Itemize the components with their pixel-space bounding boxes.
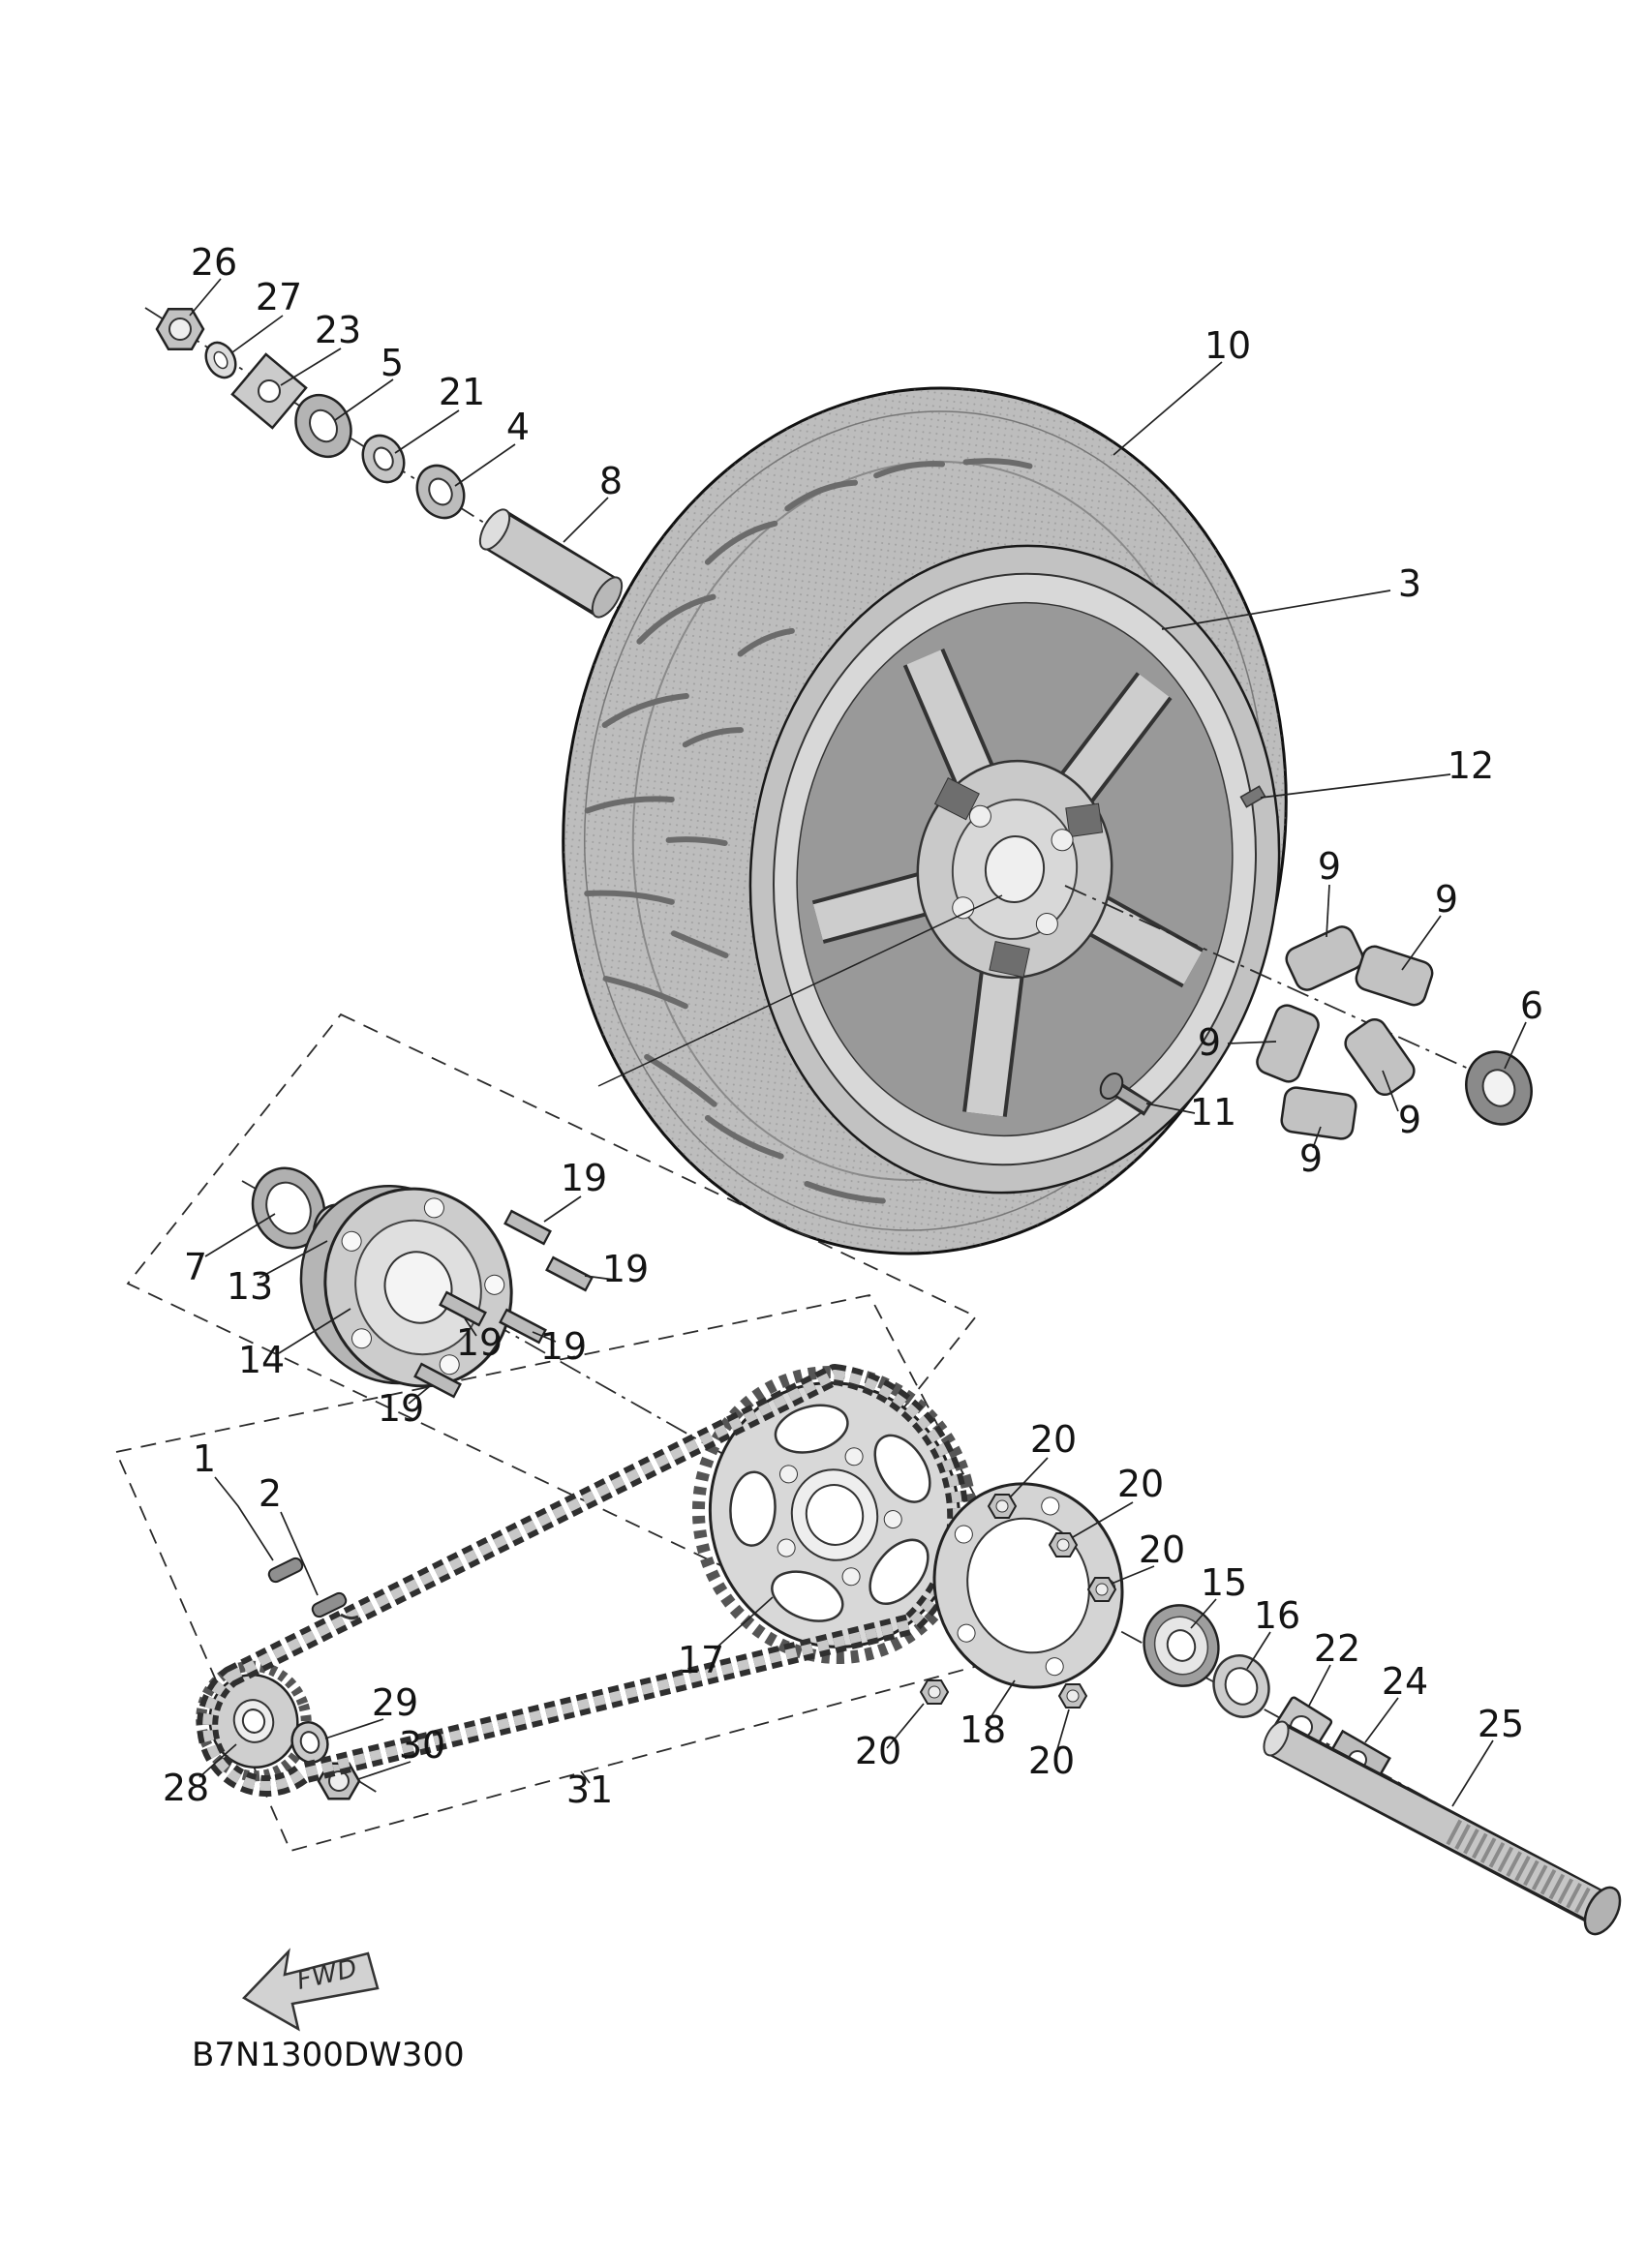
- part-label-19-1: 19: [561, 1157, 607, 1199]
- part-label-6: 6: [1520, 984, 1543, 1027]
- oil-seal: [251, 1166, 326, 1250]
- leader-lines: [189, 278, 1527, 1807]
- part-label-20-4: 20: [855, 1730, 901, 1772]
- part-label-17: 17: [678, 1639, 724, 1681]
- part-label-19-5: 19: [378, 1387, 424, 1430]
- axle-nut: [155, 307, 205, 351]
- part-label-19-4: 19: [540, 1325, 587, 1368]
- part-label-26: 26: [191, 241, 237, 284]
- part-label-21: 21: [439, 371, 485, 413]
- part-label-9-5: 9: [1299, 1137, 1323, 1180]
- part-label-29: 29: [372, 1681, 418, 1724]
- part-label-4: 4: [506, 406, 530, 448]
- damper-set: [1256, 925, 1434, 1140]
- part-label-10: 10: [1204, 324, 1251, 367]
- plate-nuts: [919, 1494, 1117, 1709]
- part-label-19-3: 19: [456, 1321, 503, 1364]
- part-label-7: 7: [184, 1246, 207, 1288]
- collar-ring-21: [361, 434, 406, 484]
- part-label-25: 25: [1478, 1703, 1524, 1745]
- seal-ring-16: [1212, 1654, 1270, 1718]
- part-label-19-2: 19: [602, 1248, 649, 1290]
- part-label-31: 31: [566, 1769, 613, 1811]
- part-label-27: 27: [256, 276, 302, 318]
- part-label-5: 5: [381, 342, 404, 384]
- lock-plate: [230, 352, 308, 430]
- front-sprocket: [196, 1660, 312, 1782]
- part-label-2: 2: [259, 1472, 282, 1515]
- part-label-15: 15: [1201, 1561, 1247, 1604]
- sprocket-washer: [290, 1721, 329, 1764]
- washer: [204, 341, 237, 379]
- part-label-9-3: 9: [1198, 1021, 1221, 1064]
- tire-tread-marks: [584, 458, 1033, 1204]
- chain-joint-links: [267, 1557, 359, 1620]
- part-label-11: 11: [1190, 1091, 1236, 1134]
- part-label-1: 1: [193, 1437, 216, 1480]
- part-label-18: 18: [960, 1709, 1006, 1751]
- part-label-9-2: 9: [1435, 878, 1458, 921]
- part-label-14: 14: [238, 1339, 285, 1381]
- part-label-20-2: 20: [1117, 1463, 1164, 1505]
- part-label-28: 28: [163, 1767, 209, 1809]
- part-label-20-5: 20: [1028, 1739, 1075, 1782]
- wheel-hub: [916, 759, 1113, 980]
- part-label-20-3: 20: [1139, 1528, 1185, 1571]
- part-label-13: 13: [227, 1265, 273, 1308]
- wheel-rim: [748, 544, 1281, 1194]
- thrust-washer: [1465, 1050, 1533, 1126]
- bearing-15: [1143, 1604, 1220, 1687]
- part-label-3: 3: [1398, 562, 1421, 605]
- part-label-12: 12: [1448, 744, 1494, 787]
- part-label-23: 23: [315, 309, 361, 351]
- part-label-20-1: 20: [1030, 1418, 1077, 1461]
- collar-ring-5: [294, 393, 352, 459]
- diagram-code: B7N1300DW300: [192, 2036, 465, 2074]
- alignment-line: [597, 894, 1003, 1087]
- part-labels: 26 27 23 5 21 4 8 10 3 12 9 9 6 9 11 9 9…: [163, 241, 1543, 1811]
- part-label-16: 16: [1254, 1594, 1300, 1637]
- spacer-tube: [478, 508, 624, 619]
- axis-line-damper: [1064, 885, 1536, 1100]
- part-label-22: 22: [1314, 1627, 1360, 1670]
- bolt-11: [1099, 1072, 1153, 1116]
- collar-ring-4: [415, 464, 466, 520]
- part-label-9-1: 9: [1318, 845, 1341, 888]
- part-label-30: 30: [399, 1724, 445, 1767]
- rear-sprocket: [691, 1366, 978, 1664]
- axle-shaft: [1263, 1720, 1622, 1936]
- valve-stem: [1239, 785, 1266, 808]
- part-label-8: 8: [599, 460, 623, 502]
- sprocket-hub: [299, 1184, 513, 1388]
- part-label-9-4: 9: [1398, 1099, 1421, 1141]
- drive-chain: [197, 1364, 969, 1798]
- part-label-24: 24: [1382, 1660, 1428, 1703]
